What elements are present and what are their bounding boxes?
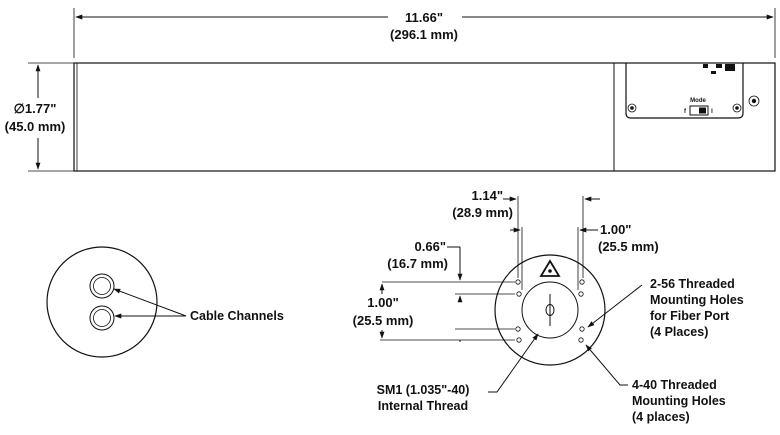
- mount-hole-440: [516, 337, 522, 343]
- panel-screw-right-icon: [732, 103, 742, 113]
- dim-066: 0.66" (16.7 mm): [382, 239, 515, 303]
- mount-hole-256: [579, 279, 585, 285]
- housing-body: [73, 62, 776, 172]
- cable-channel-lower-inner-icon: [93, 309, 111, 327]
- fiber-port-leader: [587, 284, 643, 328]
- length-mm-text: (296.1 mm): [390, 27, 458, 42]
- sm1-leader: [488, 333, 539, 393]
- mount-holes-440-callout: 4-40 Threaded Mounting Holes (4 places): [585, 344, 726, 424]
- sm1-label-2: Internal Thread: [378, 399, 468, 413]
- cable-leader-upper: [113, 288, 187, 317]
- dim-100r-in: 1.00": [600, 222, 631, 237]
- mount-hole-256: [579, 326, 585, 332]
- diameter-in-text: ∅1.77": [14, 101, 57, 116]
- dim-100l-in: 1.00": [367, 295, 398, 310]
- dim-114: 1.14" (28.9 mm): [452, 188, 600, 278]
- sm1-callout: SM1 (1.035"-40) Internal Thread: [377, 333, 539, 413]
- sm1-label-1: SM1 (1.035"-40): [377, 383, 470, 397]
- connector-icon: [716, 64, 722, 68]
- fiber-port-holes-callout: 2-56 Threaded Mounting Holes for Fiber P…: [587, 277, 744, 339]
- length-label-bg: [388, 7, 462, 45]
- rear-end-circle: [46, 246, 158, 358]
- cable-channel-upper-icon: [89, 273, 115, 299]
- panel-screw-left-dot-icon: [630, 106, 634, 110]
- dim-066-in: 0.66": [415, 239, 446, 254]
- fiber-port-label-4: (4 Places): [650, 325, 708, 339]
- mount-440-leader: [585, 344, 628, 386]
- switch-left-label: f: [684, 109, 687, 115]
- dim-066-mm: (16.7 mm): [387, 256, 448, 271]
- control-panel: Mode f I: [625, 63, 744, 119]
- sm1-bore: [521, 281, 579, 339]
- dim-114-mm: (28.9 mm): [452, 205, 513, 220]
- mount-hole-256: [515, 279, 521, 285]
- fiber-port-label-2: Mounting Holes: [650, 293, 744, 307]
- dim-100-left: 1.00" (25.5 mm): [348, 283, 515, 342]
- diameter-label-bg: [0, 98, 70, 138]
- fiber-port-label-1: 2-56 Threaded: [650, 277, 735, 291]
- mount-hole-256: [515, 326, 521, 332]
- mode-label: Mode: [690, 98, 706, 104]
- rear-end-view: Cable Channels: [46, 246, 284, 358]
- fiber-port-label-3: for Fiber Port: [650, 309, 730, 323]
- connector-icon: [711, 71, 716, 74]
- mode-switch-knob: [699, 107, 706, 114]
- front-end-view: [494, 254, 606, 366]
- mount-hole-440: [516, 291, 522, 297]
- laser-warning-icon: [539, 259, 561, 277]
- housing-side-view: Mode f I: [73, 62, 776, 172]
- cable-channel-lower-icon: [89, 305, 115, 331]
- ground-screw-icon: [748, 95, 760, 107]
- mount-hole-440: [578, 291, 584, 297]
- panel-plate: [625, 63, 744, 119]
- mount-440-label-1: 4-40 Threaded: [632, 378, 717, 392]
- length-dimension: 11.66" (296.1 mm): [73, 7, 776, 58]
- dim-100-right: 1.00" (25.5 mm): [510, 222, 659, 290]
- connector-icon: [703, 64, 708, 68]
- laser-warning-dot-icon: [548, 269, 552, 273]
- dim-100l-label-bg: [348, 294, 418, 330]
- diameter-mm-text: (45.0 mm): [5, 119, 66, 134]
- cable-channels-label: Cable Channels: [190, 309, 284, 323]
- mount-hole-440: [578, 337, 584, 343]
- switch-right-label: I: [711, 109, 713, 115]
- ground-screw-dot-icon: [751, 98, 757, 104]
- connector-icon: [725, 64, 735, 71]
- dim-100r-mm: (25.5 mm): [598, 239, 659, 254]
- dim-100l-mm: (25.5 mm): [353, 313, 414, 328]
- mount-440-label-2: Mounting Holes: [632, 394, 726, 408]
- panel-screw-left-icon: [627, 103, 637, 113]
- panel-screw-right-dot-icon: [735, 106, 739, 110]
- length-in-text: 11.66": [405, 10, 443, 25]
- diameter-dimension: ∅1.77" (45.0 mm): [0, 62, 74, 172]
- mount-440-label-3: (4 places): [632, 410, 690, 424]
- dim-114-in: 1.14": [472, 188, 503, 203]
- cable-channel-upper-inner-icon: [93, 277, 111, 295]
